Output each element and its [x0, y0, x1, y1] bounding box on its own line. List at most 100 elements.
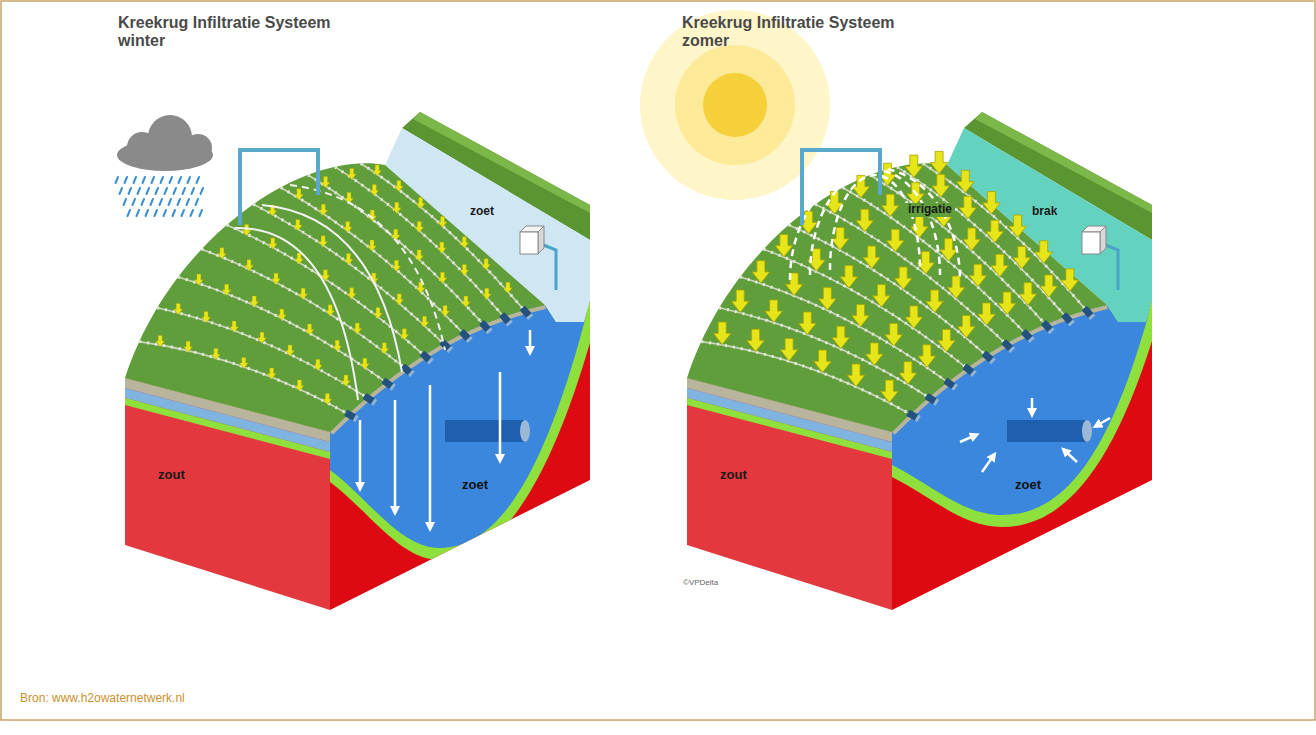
- drain-outlet: [520, 306, 533, 320]
- crop-arrow: [969, 264, 987, 286]
- crop-arrow: [368, 240, 377, 251]
- soil-water-label: zout: [720, 468, 747, 483]
- crop-arrow: [361, 358, 370, 369]
- crop-arrow: [866, 343, 884, 365]
- crop-arrow: [245, 260, 254, 271]
- rain-drop: [116, 177, 119, 183]
- drain-row: [843, 188, 1026, 334]
- crop-arrow: [156, 336, 165, 347]
- rain-drop: [124, 199, 127, 205]
- crop-arrow: [881, 380, 899, 402]
- drain-outlet: [419, 351, 433, 364]
- crop-arrow: [268, 238, 277, 249]
- rain-drop: [151, 199, 154, 205]
- drain-outlet: [1061, 312, 1074, 326]
- infiltration-arrows: [360, 330, 530, 528]
- crop-arrow: [958, 315, 976, 337]
- drain-row: [335, 167, 504, 317]
- drain-row: [815, 204, 1005, 343]
- rain-drop: [197, 177, 200, 183]
- crop-arrow: [437, 242, 446, 253]
- rain-drop: [165, 188, 168, 194]
- crop-arrow: [392, 202, 401, 213]
- diagram-title: Kreekrug Infiltratie Systeem zomer: [682, 14, 917, 51]
- drain-outlet: [943, 378, 957, 391]
- drain-outlet: [943, 378, 958, 391]
- drain-outlet: [466, 336, 473, 343]
- crop-arrow: [202, 312, 211, 323]
- crop-arrow: [998, 292, 1016, 314]
- rain-drop: [161, 177, 164, 183]
- field: [125, 163, 545, 432]
- crop-arrow: [218, 248, 227, 259]
- crop-arrow: [847, 364, 865, 386]
- crop-arrow: [267, 368, 276, 379]
- drain-outlet: [933, 398, 939, 406]
- drain-outlet: [1028, 336, 1035, 343]
- soil-water-label: zout: [158, 468, 185, 483]
- drain-outlet: [1041, 320, 1055, 334]
- crop-arrow: [852, 304, 870, 326]
- crop-arrow: [314, 359, 323, 370]
- drain-row: [719, 308, 929, 398]
- crop-arrow: [305, 324, 314, 335]
- crop-arrow: [272, 273, 281, 284]
- drain-row: [157, 308, 367, 398]
- crop-arrow: [420, 316, 429, 327]
- rain-drop: [137, 210, 140, 216]
- drain-outlet: [1001, 339, 1014, 352]
- crop-arrow: [856, 209, 874, 231]
- crop-arrow: [195, 274, 204, 285]
- crop-arrow: [887, 229, 905, 251]
- drain-outlet: [362, 393, 377, 406]
- drain-row: [139, 342, 348, 415]
- crop-arrow: [250, 296, 259, 307]
- crop-arrow: [1013, 246, 1031, 268]
- crop-arrow: [930, 151, 948, 173]
- drain-outlet: [427, 357, 434, 364]
- crop-arrow: [863, 246, 881, 268]
- crop-rows: [139, 164, 533, 423]
- crop-arrow: [321, 177, 330, 188]
- crop-arrow: [840, 266, 858, 288]
- rain-drop: [152, 177, 155, 183]
- collector-pipe: [1007, 420, 1092, 442]
- crop-arrow: [395, 294, 404, 305]
- extraction-arrows: [960, 398, 1110, 472]
- drain-outlet: [1082, 306, 1096, 320]
- drain-row: [701, 342, 910, 415]
- crop-arrow: [918, 345, 936, 367]
- crop-arrow: [814, 350, 832, 372]
- drain-row: [923, 164, 1086, 311]
- drain-outlet: [981, 351, 995, 365]
- rain-drop: [179, 177, 182, 183]
- rain-drop: [182, 210, 185, 216]
- drain-row: [253, 204, 443, 343]
- supply-pipe: [802, 150, 880, 225]
- crop-arrow: [1040, 275, 1058, 297]
- crop-arrow: [938, 329, 956, 351]
- rain: [116, 177, 204, 216]
- crop-arrow: [986, 220, 1004, 242]
- crop-arrow: [873, 285, 891, 307]
- drain-outlet: [344, 410, 358, 422]
- crop-arrow: [319, 204, 328, 215]
- pump-box: [520, 226, 556, 290]
- crop-arrow: [775, 234, 793, 256]
- drain-row: [843, 188, 1026, 334]
- drain-row: [178, 277, 386, 382]
- crop-arrow: [374, 308, 383, 319]
- crop-arrow: [963, 228, 981, 250]
- rain-drop: [188, 177, 191, 183]
- winter-block-diagram: [125, 112, 600, 610]
- drain-row: [253, 204, 443, 343]
- rain-drop: [192, 188, 195, 194]
- irrigation-label: irrigatie: [905, 203, 955, 217]
- crop-arrow: [894, 267, 912, 289]
- rain-drop: [200, 210, 203, 216]
- crop-arrow: [299, 288, 308, 299]
- crop-arrow: [373, 165, 382, 176]
- drain-outlet: [439, 339, 453, 353]
